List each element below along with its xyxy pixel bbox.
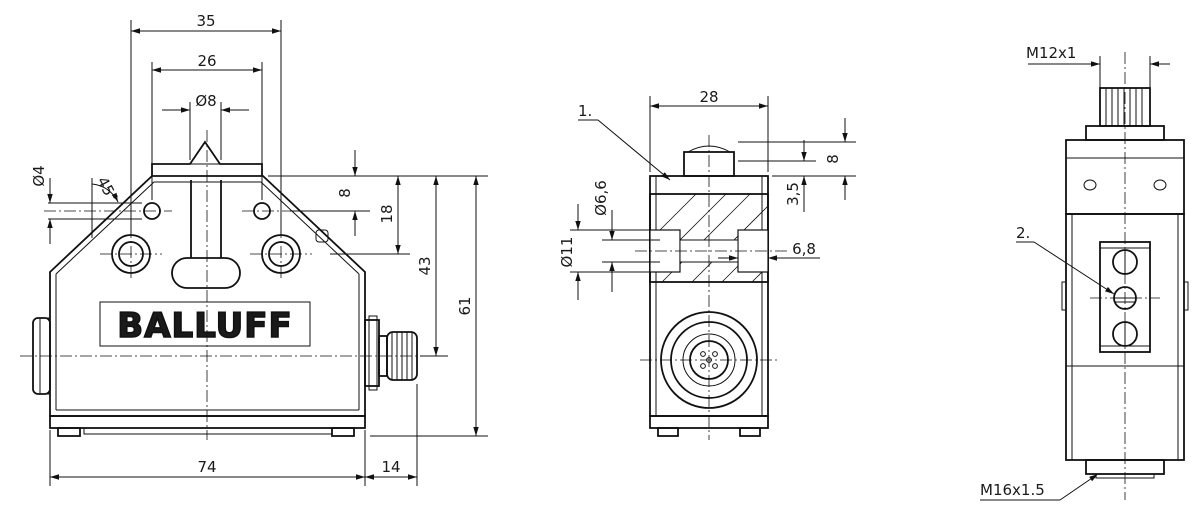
dim-43: 43 xyxy=(416,256,434,275)
front-base xyxy=(49,415,366,429)
dim-dia-11: Ø11 xyxy=(558,237,576,268)
dim-6-8: 6,8 xyxy=(792,240,816,258)
dim-8-front: 8 xyxy=(336,188,354,198)
dim-28: 28 xyxy=(699,88,718,106)
dim-dia-8: Ø8 xyxy=(195,92,216,110)
dim-m12x1: M12x1 xyxy=(1026,44,1076,62)
dim-14: 14 xyxy=(381,458,400,476)
balluff-logo: BALLUFF xyxy=(117,306,292,346)
dim-m16x1-5: M16x1.5 xyxy=(980,481,1045,499)
front-view: BALLUFF 35 26 Ø8 Ø4 45° xyxy=(20,12,488,486)
logo-plate xyxy=(99,301,311,347)
dim-26: 26 xyxy=(197,52,216,70)
dim-35: 35 xyxy=(196,12,215,30)
dim-dia-6-6: Ø6,6 xyxy=(592,180,610,216)
dim-61: 61 xyxy=(456,296,474,315)
dim-8-side: 8 xyxy=(824,154,842,164)
rear-view: 2. M12x1 M16x1.5 xyxy=(980,44,1189,501)
dim-3-5: 3,5 xyxy=(784,182,802,206)
front-body-outline xyxy=(49,175,366,417)
side-view: 1. 28 8 3,5 Ø6,6 Ø11 6,8 xyxy=(558,88,856,440)
dim-18: 18 xyxy=(378,204,396,223)
callout-2: 2. xyxy=(1016,224,1030,242)
dim-74: 74 xyxy=(197,458,216,476)
front-slot xyxy=(190,180,222,258)
dim-dia-4: Ø4 xyxy=(30,165,48,186)
front-connector xyxy=(364,315,418,391)
callout-1: 1. xyxy=(578,102,592,120)
